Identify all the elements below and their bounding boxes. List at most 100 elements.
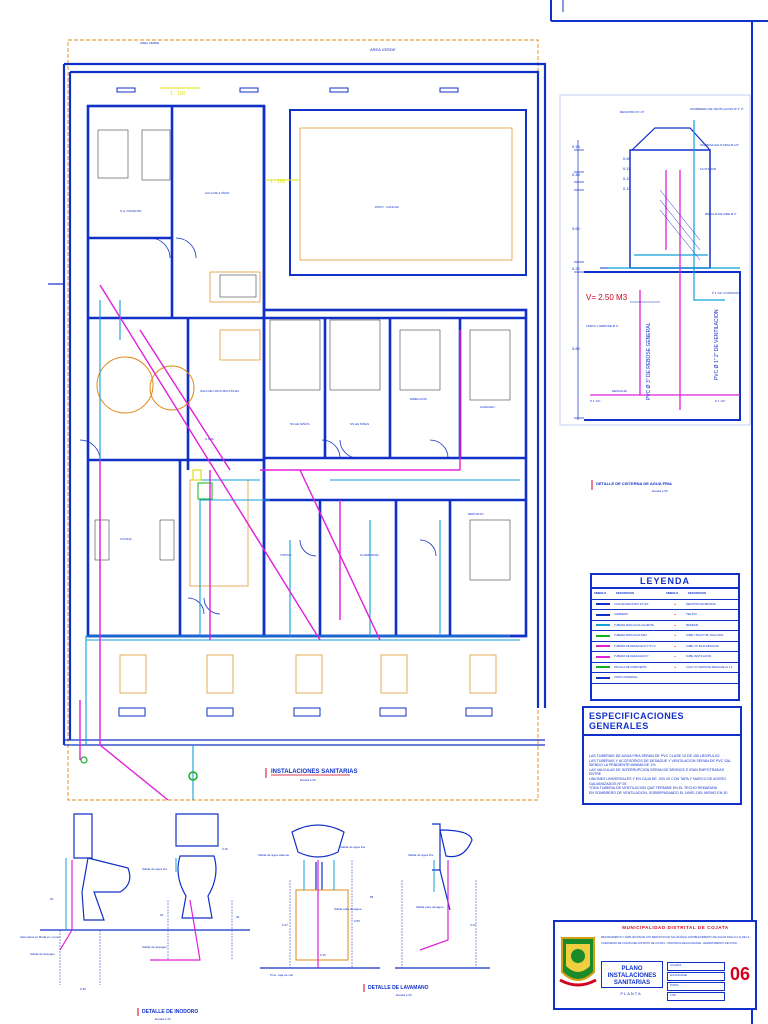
legend-header-symbol: SIMBOLO (594, 592, 607, 596)
room-label-cocina: COCINA (120, 537, 132, 541)
lavamano-dim-lines (289, 860, 477, 968)
inodoro-water (65, 858, 177, 930)
legend-description: TUBERIA DE DESAGUE Ø 2" (614, 655, 649, 659)
inodoro-detail: Alternativa en Boda en el piso Salida de… (20, 813, 250, 1021)
project-line-1: MEJORAMIENTO Y AMPLIACION DE LOS SERVICI… (601, 936, 750, 939)
legend-description: SUMIDERO (614, 613, 628, 617)
cistern-pipe-fills (630, 189, 701, 303)
legend-description: TUBERIA PARA AGUA CALIENTE (614, 623, 654, 627)
inodoro-side (40, 813, 140, 931)
cistern-dims: 0.15 0.45 0.15 0.15 0.60 0.20 0.80 0.65 … (572, 144, 632, 351)
cistern-dim-7: 0.80 (572, 346, 581, 351)
slope-label: 1 : 100 (170, 91, 186, 97)
specs-title: ESPECIFICACIONES GENERALES (584, 708, 740, 736)
municipality-name: MUNICIPALIDAD DISTRITAL DE COJATA (622, 925, 729, 930)
spec-line: UNIONES UNIVERSALES Y EN CAJA DE .20X.20… (589, 776, 726, 781)
legend-symbol-icon: ● (674, 665, 676, 669)
legend-header-desc: DESCRIPCION (616, 592, 635, 596)
spec-line: LAS TUBERIAS DE AGUA FRIA SERAN DE PVC C… (589, 754, 720, 758)
sheet-frame (550, 0, 768, 1024)
spec-line: SIENDO LA PENDIENTE MINIMA DE 1% (589, 763, 656, 768)
title-block: MUNICIPALIDAD DISTRITAL DE COJATA MEJORA… (553, 920, 757, 1010)
water-pipes (85, 300, 520, 800)
room-label-patio: PATIO - CANCHA (375, 205, 399, 209)
door-swings (79, 237, 449, 615)
lavamano-detail: Salida de agua caliente Salida de agua f… (258, 823, 490, 997)
cistern-label-tubo-der: P 1 1/2" (715, 399, 726, 403)
legend-description: TEE PVC (686, 613, 698, 617)
title-block-field: PUNO (667, 982, 725, 991)
legend-description: CAJA DE REGISTRO 12"x24" (614, 602, 649, 606)
lavamano-dim-1: 0.47 (282, 923, 288, 927)
legend-description: TUBERIA PARA AGUA FRIA (614, 634, 647, 638)
cistern-label-brecha: BRECHA DE AIRE Ø 2" (705, 212, 737, 216)
top-label-group: AREA VERDE AREA VERDE (140, 41, 396, 52)
legend-description: SUBE Y/O BAJA DESAGUE (686, 644, 719, 648)
cistern-dim-9: 0.15 (623, 166, 632, 171)
lavamano-water (303, 860, 435, 892)
cistern-dim-column (574, 140, 584, 420)
lavamano-dim-5: 0.47 (470, 923, 476, 927)
legend-description: CAJA Y/O VENTA DE DESAGUE AL 1.0 (686, 665, 733, 669)
inodoro-dim-5: 30 (236, 915, 240, 919)
plan-sub: PLANTA (620, 991, 642, 996)
municipality-seal-icon (559, 937, 597, 987)
cistern-water (608, 120, 740, 301)
legend-symbol-icon: ● (674, 655, 676, 659)
room-label-deposito: DEPOSITO (468, 512, 484, 516)
room-label-aula: AULA DE 3 AÑOS (205, 190, 229, 195)
lavamano-prox-label: Prox. caja de sub (270, 973, 294, 977)
legend-symbol-icon: ● (674, 644, 676, 648)
legend: LEYENDA SIMBOLO DESCRIPCION SIMBOLO DESC… (590, 573, 740, 701)
markers (80, 87, 300, 781)
cistern-labels: REGISTRO 6"x 8" SOMBRERO DE VENTILACION … (586, 107, 744, 403)
general-specs: ESPECIFICACIONES GENERALES LAS TUBERIAS … (582, 706, 742, 805)
inodoro-title: DETALLE DE INODORO (142, 1009, 198, 1015)
legend-row: CAJA DE REGISTRO 12"x24"●REGISTRO DE BRO… (592, 600, 738, 610)
inodoro-front (140, 813, 250, 931)
legend-row: SUMIDERO●TEE PVC (592, 610, 738, 621)
spec-line: LAS VALVULAS DE INTERRUPCION SERAN DE BR… (589, 767, 725, 777)
title-block-field: HUANCANE (667, 972, 725, 981)
cistern-label-limpia: LIMPIA Y REBOSE Ø 2" (586, 324, 618, 328)
spec-line: GALVANIZADOS Nº 25 (589, 781, 627, 786)
inodoro-salida-desague-label: Salida de desague (30, 952, 55, 956)
cistern-dim-5: 0.60 (572, 226, 581, 231)
legend-description: REGISTRO DE BRONCE (686, 602, 716, 606)
legend-description: UNION UNIVERSAL (614, 676, 638, 680)
plan-scale: Escala 1:50 (300, 778, 316, 782)
room-labels: S.H. DOCENTE AULA DE 3 AÑOS PATIO - CANC… (120, 190, 495, 557)
sheet-number: 06 (730, 964, 751, 984)
cistern-dim-1: 0.15 (572, 144, 581, 149)
legend-row: UNION UNIVERSAL (592, 673, 738, 684)
legend-symbol-icon (592, 634, 614, 637)
cistern-scale: Escala 1:50 (652, 489, 668, 493)
room-label-sum: S.U.M. (205, 437, 214, 441)
inodoro-salida-desague-front: Salida de desague (142, 945, 167, 949)
legend-description: VALVULA DE COMPUERTA (614, 665, 647, 669)
svg-text:AREA VERDE: AREA VERDE (140, 41, 159, 45)
room-label-direccion: DIRECCION (410, 397, 427, 401)
room-label-sshh-ninos: SS.HH NIÑOS (290, 421, 310, 426)
legend-symbol-icon (592, 645, 614, 648)
cistern-label-flotador: FLOTADOR (700, 167, 717, 171)
room-label-guardiania: GUARDIANIA (360, 553, 379, 557)
cistern-dim-6: 0.20 (572, 266, 581, 271)
slope-label-2: 1 : 100 (270, 179, 286, 185)
legend-symbol-icon (592, 655, 614, 658)
legend-symbol-icon (592, 624, 614, 627)
drain-pipes (79, 284, 461, 801)
legend-symbol-icon: ● (674, 634, 676, 638)
room-label-sala-usos: SALA DE USOS MULTIPLES (200, 389, 239, 393)
inodoro-scale: Escala 1:20 (155, 1017, 171, 1021)
legend-row: TUBERIA PARA AGUA CALIENTE●MEDIDOR (592, 621, 738, 631)
plan-title-box: PLANO INSTALACIONES SANITARIAS (601, 961, 663, 988)
legend-symbol-icon: ● (674, 623, 676, 627)
cistern-dim-4: 0.15 (623, 186, 632, 191)
lavamano-labels: Salida de agua caliente Salida de agua f… (258, 845, 476, 977)
title-block-field: 1:50 (667, 992, 725, 1001)
project-line-2: COMUNIDAD DE COJATA DEL DISTRITO DE COJA… (601, 942, 737, 945)
inodoro-pipes (59, 860, 201, 961)
